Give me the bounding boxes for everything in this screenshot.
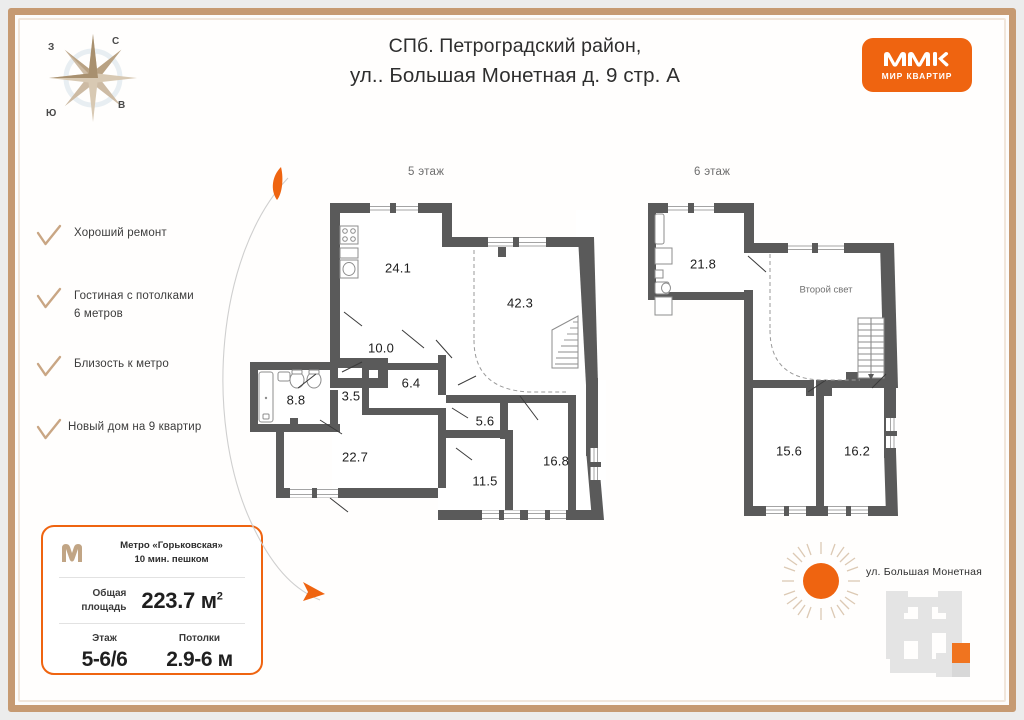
building-minimap: [886, 591, 970, 677]
list-item: Гостиная с потолками 6 метров: [36, 285, 246, 324]
title-line-1: СПб. Петроградский район,: [388, 35, 642, 57]
feature-label: Гостиная с потолками 6 метров: [74, 290, 194, 320]
ceiling-label: Потолки: [178, 633, 221, 644]
minimap-building-shape: [886, 591, 962, 677]
compass-north-label: С: [112, 36, 120, 47]
list-item: Близость к метро: [36, 353, 246, 387]
room-area-label: 3.5: [341, 388, 361, 404]
divider: [59, 623, 245, 624]
room-area-label: 22.7: [341, 449, 369, 465]
compass-east-label: В: [118, 100, 126, 111]
ceiling-value: 2.9-6 м: [166, 648, 233, 671]
metro-walk-time: 10 мин. пешком: [134, 554, 209, 565]
room-area-label: 24.1: [384, 260, 412, 276]
minimap-building-shape: [952, 663, 970, 677]
check-icon: [36, 355, 62, 376]
room-area-label: 6.4: [401, 375, 421, 391]
compass-south-label: Ю: [46, 108, 57, 119]
floor6-title: 6 этаж: [694, 166, 731, 178]
feature-label: Близость к метро: [74, 357, 169, 370]
floor5-title: 5 этаж: [408, 166, 445, 178]
list-item: Хороший ремонт: [36, 222, 246, 256]
metro-info: Метро «Горьковская» 10 мин. пешком: [96, 539, 247, 568]
room-area-label: 11.5: [472, 473, 498, 489]
area-unit-exponent: 2: [216, 590, 223, 603]
area-number: 223.7: [141, 587, 195, 613]
check-icon: [36, 418, 62, 439]
room-area-label: 5.6: [475, 413, 495, 429]
compass-west-label: З: [48, 42, 55, 53]
room-area-label: 8.8: [286, 392, 306, 408]
compass-rose: С З В Ю: [38, 28, 148, 126]
metro-station-name: Метро «Горьковская»: [120, 539, 223, 551]
feature-label: Новый дом на 9 квартир: [68, 420, 202, 433]
metro-icon: [62, 544, 82, 562]
room-area-label: 42.3: [506, 295, 534, 311]
area-label-line1: Общая: [92, 588, 127, 599]
sun-icon: [782, 542, 860, 620]
logo-text: МИР КВАРТИР: [881, 71, 953, 81]
divider: [59, 577, 245, 578]
check-icon: [36, 224, 62, 246]
room-area-label: 16.2: [843, 443, 871, 459]
floor-cell: Этаж 5-6/6: [57, 633, 152, 672]
feature-list: Хороший ремонт Гостиная с потолками 6 ме…: [36, 222, 246, 479]
floor-ceiling-row: Этаж 5-6/6 Потолки 2.9-6 м: [57, 633, 247, 672]
list-item: Новый дом на 9 квартир: [36, 416, 246, 450]
compass-icon: [49, 34, 137, 122]
area-label-line2: площадь: [81, 601, 127, 613]
metro-row: Метро «Горьковская» 10 мин. пешком: [57, 538, 247, 568]
mk-monogram-icon: [884, 52, 949, 67]
brand-logo[interactable]: МИР КВАРТИР: [862, 38, 972, 92]
total-area-label: Общая площадь: [81, 587, 126, 614]
room-area-label: 10.0: [367, 340, 395, 356]
ceiling-cell: Потолки 2.9-6 м: [152, 633, 247, 672]
property-info-card: Метро «Горьковская» 10 мин. пешком Общая…: [41, 525, 263, 675]
check-icon: [36, 287, 62, 309]
room-area-label: 16.8: [542, 453, 570, 469]
title-line-2: ул.. Большая Монетная д. 9 стр. А: [349, 63, 681, 87]
area-unit: м: [200, 587, 217, 613]
double-height-label: Второй свет: [799, 284, 853, 296]
minimap-highlight: [952, 643, 970, 663]
room-area-label: 15.6: [775, 443, 803, 459]
feature-label: Хороший ремонт: [74, 227, 167, 239]
street-name-label: ул. Большая Монетная: [866, 566, 983, 578]
total-area-row: Общая площадь 223.7 м2: [57, 587, 247, 614]
total-area-value: 223.7 м2: [141, 588, 222, 614]
floor-label: Этаж: [92, 633, 117, 644]
page-title: СПб. Петроградский район, ул.. Большая М…: [300, 33, 730, 90]
floor-value: 5-6/6: [81, 648, 128, 671]
room-area-label: 21.8: [689, 256, 717, 272]
